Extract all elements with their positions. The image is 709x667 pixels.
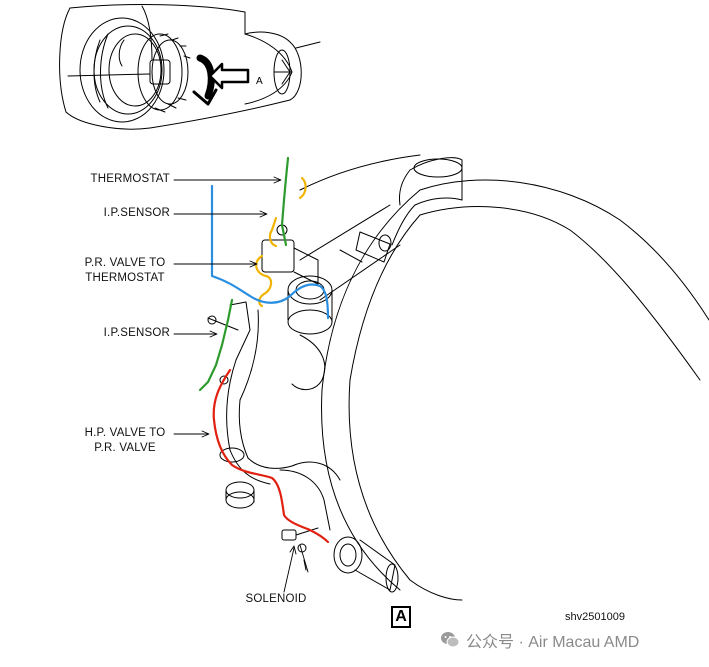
label-hp-valve-line2: P.R. VALVE xyxy=(94,442,156,454)
view-a-tag: A xyxy=(391,606,411,628)
green-tube xyxy=(198,156,290,392)
label-hp-valve-to-pr-valve: H.P. VALVE TO P.R. VALVE xyxy=(70,426,180,456)
reference-code: shv2501009 xyxy=(565,611,625,623)
engine-inset-view xyxy=(59,4,321,130)
watermark-text: 公众号 · Air Macau AMD xyxy=(466,634,640,651)
label-thermostat: THERMOSTAT xyxy=(90,173,170,185)
view-arrow-label: A xyxy=(256,76,263,87)
label-ip-sensor-bottom: I.P.SENSOR xyxy=(103,327,170,339)
wechat-icon xyxy=(441,632,460,648)
label-pr-valve-line2: THERMOSTAT xyxy=(85,272,165,284)
engine-case xyxy=(207,154,709,601)
blue-tube xyxy=(210,184,330,320)
label-pr-valve-to-thermostat: P.R. VALVE TO THERMOSTAT xyxy=(70,256,180,286)
label-pr-valve-line1: P.R. VALVE TO xyxy=(84,257,166,269)
leader-lines xyxy=(173,176,309,593)
yellow-tube xyxy=(255,176,307,308)
label-hp-valve-line1: H.P. VALVE TO xyxy=(84,427,166,439)
red-tube xyxy=(212,368,330,544)
label-ip-sensor-top: I.P.SENSOR xyxy=(103,207,170,219)
label-solenoid: SOLENOID xyxy=(245,593,307,605)
watermark: 公众号 · Air Macau AMD xyxy=(440,628,639,652)
